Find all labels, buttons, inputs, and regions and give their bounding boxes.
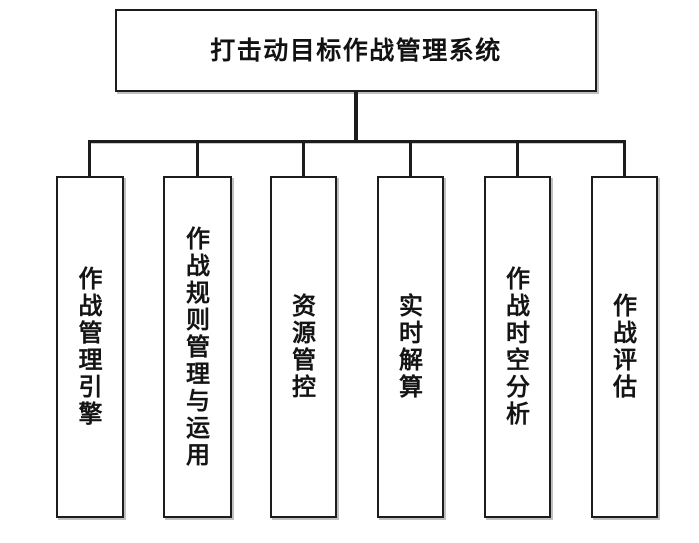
- child-node-5[interactable]: 作战时空分析: [484, 176, 551, 518]
- connector-drop-5: [516, 140, 519, 176]
- root-node[interactable]: 打击动目标作战管理系统: [115, 9, 597, 92]
- connector-drop-2: [196, 140, 199, 176]
- child-node-3[interactable]: 资源管控: [270, 176, 337, 518]
- connector-drop-4: [409, 140, 412, 176]
- child-node-4[interactable]: 实时解算: [377, 176, 444, 518]
- child-node-5-label: 作战时空分析: [501, 266, 530, 428]
- connector-horizontal-bus: [88, 140, 626, 143]
- connector-drop-1: [88, 140, 91, 176]
- child-node-6-label: 作战评估: [608, 293, 637, 401]
- connector-drop-3: [302, 140, 305, 176]
- child-node-3-label: 资源管控: [287, 293, 316, 401]
- child-node-1[interactable]: 作战管理引擎: [56, 176, 124, 518]
- connector-drop-6: [623, 140, 626, 176]
- connector-trunk-vertical: [354, 92, 358, 142]
- child-node-4-label: 实时解算: [394, 293, 423, 401]
- child-node-6[interactable]: 作战评估: [591, 176, 658, 518]
- child-node-1-label: 作战管理引擎: [74, 266, 102, 428]
- child-node-2[interactable]: 作战规则管理与运用: [163, 176, 232, 518]
- child-node-2-label: 作战规则管理与运用: [181, 225, 210, 469]
- root-node-label: 打击动目标作战管理系统: [210, 35, 502, 65]
